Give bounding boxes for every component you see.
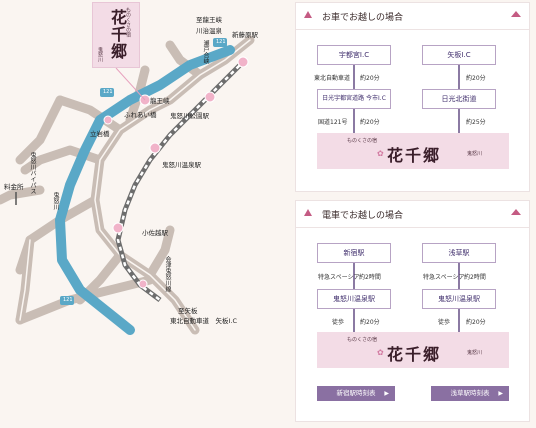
label-kawaji: 川治温泉 [196, 27, 222, 35]
car-box-utsunomiya-ic: 宇都宮I.C [317, 45, 391, 65]
collapse-icon[interactable] [511, 209, 521, 215]
label-kinugawa-river: 鬼怒川 [52, 192, 59, 210]
car-box-yaita-ic: 矢板I.C [422, 45, 496, 65]
label-shinfujiwara: 新藤原駅 [232, 31, 258, 39]
chevron-right-icon: ▶ [384, 390, 389, 397]
label-ryuokyo: 龍王峡 [150, 97, 170, 105]
route-line [458, 65, 460, 89]
car-access-panel: お車でお越しの場合 宇都宮I.C 矢板I.C 東北自動車道 約20分 約20分 … [295, 2, 530, 192]
label-nikko-line: 会津鬼怒川線 [164, 256, 171, 292]
train-road-1: 特急スペーシア [318, 274, 360, 281]
hotel-logo: ものくさの宿 花千郷 鬼怒川 [92, 2, 140, 68]
route-shield-121-c: 121 [63, 297, 73, 303]
access-map: ものくさの宿 花千郷 鬼怒川 至龍王峡 川治温泉 新藤原駅 瀬戸合峡 龍王峡 ふ… [0, 2, 258, 335]
banner-main-text: 花千郷 [387, 146, 442, 165]
train-road-2: 特急スペーシア [423, 274, 465, 281]
label-ryuokyo-dir: 至龍王峡 [196, 16, 222, 24]
train-box-kinugawaonsen-2: 鬼怒川温泉駅 [422, 289, 496, 309]
route-line [458, 263, 460, 289]
label-bypass: 鬼怒川バイパス [29, 152, 36, 194]
train-box-kinugawaonsen-1: 鬼怒川温泉駅 [317, 289, 391, 309]
car-destination-banner: ものくさの宿 ✿ 花千郷 鬼怒川 [317, 133, 509, 169]
flower-icon: ✿ [377, 149, 384, 158]
triangle-icon [304, 11, 312, 18]
logo-main-text: 花千郷 [108, 9, 127, 60]
chevron-right-icon: ▶ [498, 390, 503, 397]
route-line [458, 309, 460, 333]
car-time-3: 約20分 [360, 119, 380, 126]
train-time-2: 約2時間 [464, 274, 486, 281]
train-time-1: 約2時間 [359, 274, 381, 281]
route-shield-121-a: 121 [103, 89, 113, 95]
banner-main-text: 花千郷 [387, 345, 442, 364]
label-tohoku-exp: 東北自動車道 矢板I.C [170, 317, 238, 325]
flower-icon: ✿ [377, 348, 384, 357]
label-seseri: 瀬戸合峡 [202, 40, 209, 64]
label-kosagoe: 小佐越駅 [142, 229, 168, 237]
train-time-4: 約20分 [466, 319, 486, 326]
label-tateiwa: 立岩橋 [90, 130, 110, 138]
triangle-icon [304, 209, 312, 216]
car-road-3: 国道121号 [318, 119, 348, 126]
logo-sub-text: 鬼怒川 [97, 47, 103, 62]
car-time-2: 約20分 [466, 75, 486, 82]
train-road-4: 徒歩 [438, 319, 451, 326]
car-panel-header[interactable]: お車でお越しの場合 [296, 3, 529, 29]
logo-small-text: ものくさの宿 [125, 7, 131, 37]
label-kinugawakoen: 鬼怒川公園駅 [170, 112, 209, 120]
banner-small-text: ものくさの宿 [347, 138, 378, 144]
route-line [353, 263, 355, 289]
car-panel-title: お車でお越しの場合 [322, 13, 404, 23]
train-time-3: 約20分 [360, 319, 380, 326]
asakusa-timetable-label: 浅草駅時刻表 [450, 389, 490, 397]
shinjuku-timetable-label: 新宿駅時刻表 [336, 389, 376, 397]
train-road-3: 徒歩 [332, 319, 345, 326]
train-panel-title: 電車でお越しの場合 [322, 211, 404, 221]
map-graphic [0, 35, 255, 335]
label-kinugawaonsen: 鬼怒川温泉駅 [162, 161, 201, 169]
banner-sub-text: 鬼怒川 [467, 151, 483, 157]
car-time-4: 約25分 [466, 119, 486, 126]
train-panel-header[interactable]: 電車でお越しの場合 [296, 201, 529, 227]
train-box-shinjuku: 新宿駅 [317, 243, 391, 263]
route-line [458, 109, 460, 133]
route-line [353, 309, 355, 333]
label-to-yaita: 至矢板 [178, 307, 198, 315]
label-tollgate: 料金所 [4, 183, 24, 191]
route-shield-121-b: 121 [216, 39, 226, 45]
banner-small-text: ものくさの宿 [347, 337, 378, 343]
train-box-asakusa: 浅草駅 [422, 243, 496, 263]
route-line [353, 65, 355, 89]
asakusa-timetable-button[interactable]: 浅草駅時刻表 ▶ [431, 386, 509, 401]
train-access-panel: 電車でお越しの場合 新宿駅 浅草駅 特急スペーシア 約2時間 特急スペーシア 約… [295, 200, 530, 422]
shinjuku-timetable-button[interactable]: 新宿駅時刻表 ▶ [317, 386, 395, 401]
car-road-1: 東北自動車道 [314, 75, 351, 82]
label-fureaibashi: ふれあい橋 [124, 111, 157, 119]
collapse-icon[interactable] [511, 11, 521, 17]
banner-sub-text: 鬼怒川 [467, 350, 483, 356]
route-line [353, 109, 355, 133]
divider [296, 29, 529, 30]
car-box-nikko-kitakaido: 日光北街道 [422, 89, 496, 109]
car-time-1: 約20分 [360, 75, 380, 82]
divider [296, 227, 529, 228]
car-box-imaichi-ic: 日光宇都宮道路 今市I.C [317, 89, 391, 109]
train-destination-banner: ものくさの宿 ✿ 花千郷 鬼怒川 [317, 332, 509, 368]
